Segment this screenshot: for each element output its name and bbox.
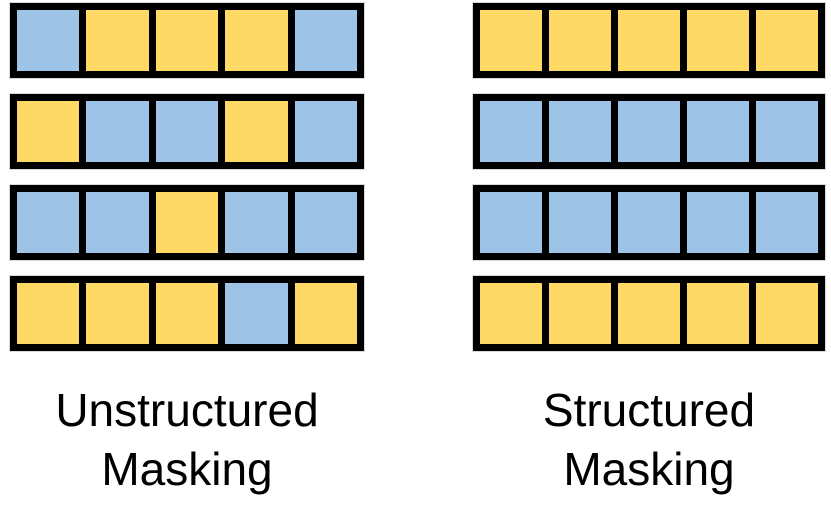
- mask-cell-blue: [480, 101, 542, 162]
- mask-cell-blue: [86, 192, 149, 253]
- mask-row: [472, 275, 826, 352]
- mask-cell-yellow: [549, 10, 611, 71]
- mask-cell-yellow: [687, 10, 749, 71]
- unstructured-masking-label-line2: Masking: [101, 443, 273, 495]
- mask-cell-yellow: [480, 10, 542, 71]
- mask-cell-blue: [155, 101, 219, 162]
- unstructured-masking-label: Unstructured Masking: [10, 381, 364, 499]
- structured-masking-label-line1: Structured: [542, 384, 756, 436]
- mask-cell-yellow: [756, 283, 818, 344]
- mask-cell-yellow: [618, 10, 680, 71]
- mask-row: [9, 275, 365, 352]
- mask-cell-blue: [756, 192, 818, 253]
- mask-cell-yellow: [17, 101, 80, 162]
- mask-cell-yellow: [155, 10, 219, 71]
- structured-masking-label: Structured Masking: [473, 381, 825, 499]
- mask-row: [9, 184, 365, 261]
- mask-cell-yellow: [756, 10, 818, 71]
- mask-cell-yellow: [480, 283, 542, 344]
- mask-cell-yellow: [86, 10, 149, 71]
- mask-cell-blue: [86, 101, 149, 162]
- mask-cell-blue: [225, 283, 288, 344]
- mask-cell-yellow: [17, 283, 80, 344]
- mask-cell-blue: [618, 192, 680, 253]
- unstructured-masking-grid: [9, 2, 365, 352]
- mask-cell-blue: [687, 192, 749, 253]
- mask-cell-yellow: [294, 283, 358, 344]
- mask-cell-yellow: [225, 10, 288, 71]
- structured-masking-grid: [472, 2, 826, 352]
- mask-row: [472, 93, 826, 170]
- mask-cell-blue: [687, 101, 749, 162]
- mask-cell-yellow: [155, 283, 219, 344]
- mask-cell-blue: [17, 192, 80, 253]
- mask-row: [9, 93, 365, 170]
- mask-cell-blue: [294, 101, 358, 162]
- mask-cell-blue: [294, 192, 358, 253]
- mask-cell-blue: [225, 192, 288, 253]
- mask-cell-yellow: [155, 192, 219, 253]
- mask-cell-yellow: [86, 283, 149, 344]
- mask-row: [472, 184, 826, 261]
- mask-cell-blue: [549, 192, 611, 253]
- mask-row: [9, 2, 365, 79]
- mask-cell-blue: [17, 10, 80, 71]
- mask-cell-yellow: [549, 283, 611, 344]
- mask-cell-yellow: [225, 101, 288, 162]
- mask-cell-blue: [756, 101, 818, 162]
- unstructured-masking-label-line1: Unstructured: [55, 384, 319, 436]
- mask-cell-blue: [549, 101, 611, 162]
- mask-cell-blue: [294, 10, 358, 71]
- structured-masking-label-line2: Masking: [563, 443, 735, 495]
- mask-cell-blue: [480, 192, 542, 253]
- mask-cell-blue: [618, 101, 680, 162]
- mask-cell-yellow: [687, 283, 749, 344]
- mask-cell-yellow: [618, 283, 680, 344]
- mask-row: [472, 2, 826, 79]
